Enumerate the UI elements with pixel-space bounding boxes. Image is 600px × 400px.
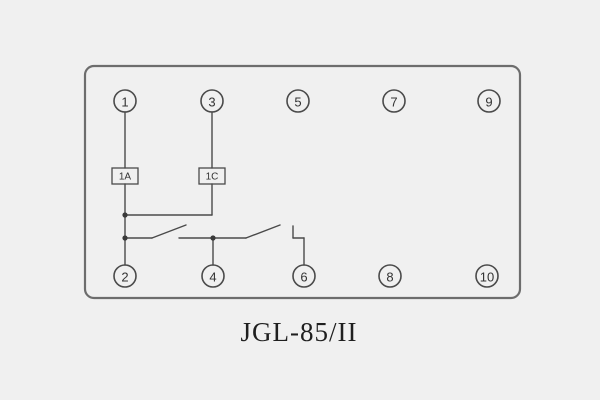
coil-1a-box: [111, 167, 139, 185]
terminal-3: 3: [200, 89, 224, 113]
model-caption: JGL-85/II: [241, 317, 358, 347]
terminal-10-circle: [475, 264, 499, 288]
terminal-10-number: 10: [480, 270, 494, 285]
junction-dot: [122, 212, 128, 218]
contact-b-blade: [245, 224, 281, 239]
junction-dot: [210, 235, 216, 241]
terminal-1-circle: [113, 89, 137, 113]
terminal-10: 10: [475, 264, 499, 288]
terminal-5-number: 5: [294, 95, 301, 110]
terminal-4: 4: [201, 264, 225, 288]
terminal-2-number: 2: [121, 270, 128, 285]
coil-1a-label: 1A: [119, 172, 132, 183]
terminal-2: 2: [113, 264, 137, 288]
coil-1a: 1A: [111, 167, 139, 185]
terminal-6-circle: [292, 264, 316, 288]
terminal-1: 1: [113, 89, 137, 113]
terminal-4-number: 4: [209, 270, 216, 285]
coil-1c: 1C: [198, 167, 226, 185]
wiring: [122, 111, 305, 266]
terminal-8-number: 8: [386, 270, 393, 285]
contact-a-blade: [151, 224, 187, 239]
terminal-7-circle: [382, 89, 406, 113]
terminal-9-circle: [477, 89, 501, 113]
terminal-9: 9: [477, 89, 501, 113]
terminal-5-circle: [286, 89, 310, 113]
terminal-9-number: 9: [485, 95, 492, 110]
terminal-6-number: 6: [300, 270, 307, 285]
terminal-2-circle: [113, 264, 137, 288]
terminal-4-circle: [201, 264, 225, 288]
terminal-7: 7: [382, 89, 406, 113]
terminal-5: 5: [286, 89, 310, 113]
terminal-1-number: 1: [121, 95, 128, 110]
junction-dot: [122, 235, 128, 241]
coil-1c-box: [198, 167, 226, 185]
terminal-3-circle: [200, 89, 224, 113]
coil-1c-label: 1C: [206, 172, 219, 183]
terminal-6: 6: [292, 264, 316, 288]
terminal-3-number: 3: [208, 95, 215, 110]
terminal-7-number: 7: [390, 95, 397, 110]
relay-case-outline: [83, 64, 522, 300]
terminal-8: 8: [378, 264, 402, 288]
terminal-8-circle: [378, 264, 402, 288]
